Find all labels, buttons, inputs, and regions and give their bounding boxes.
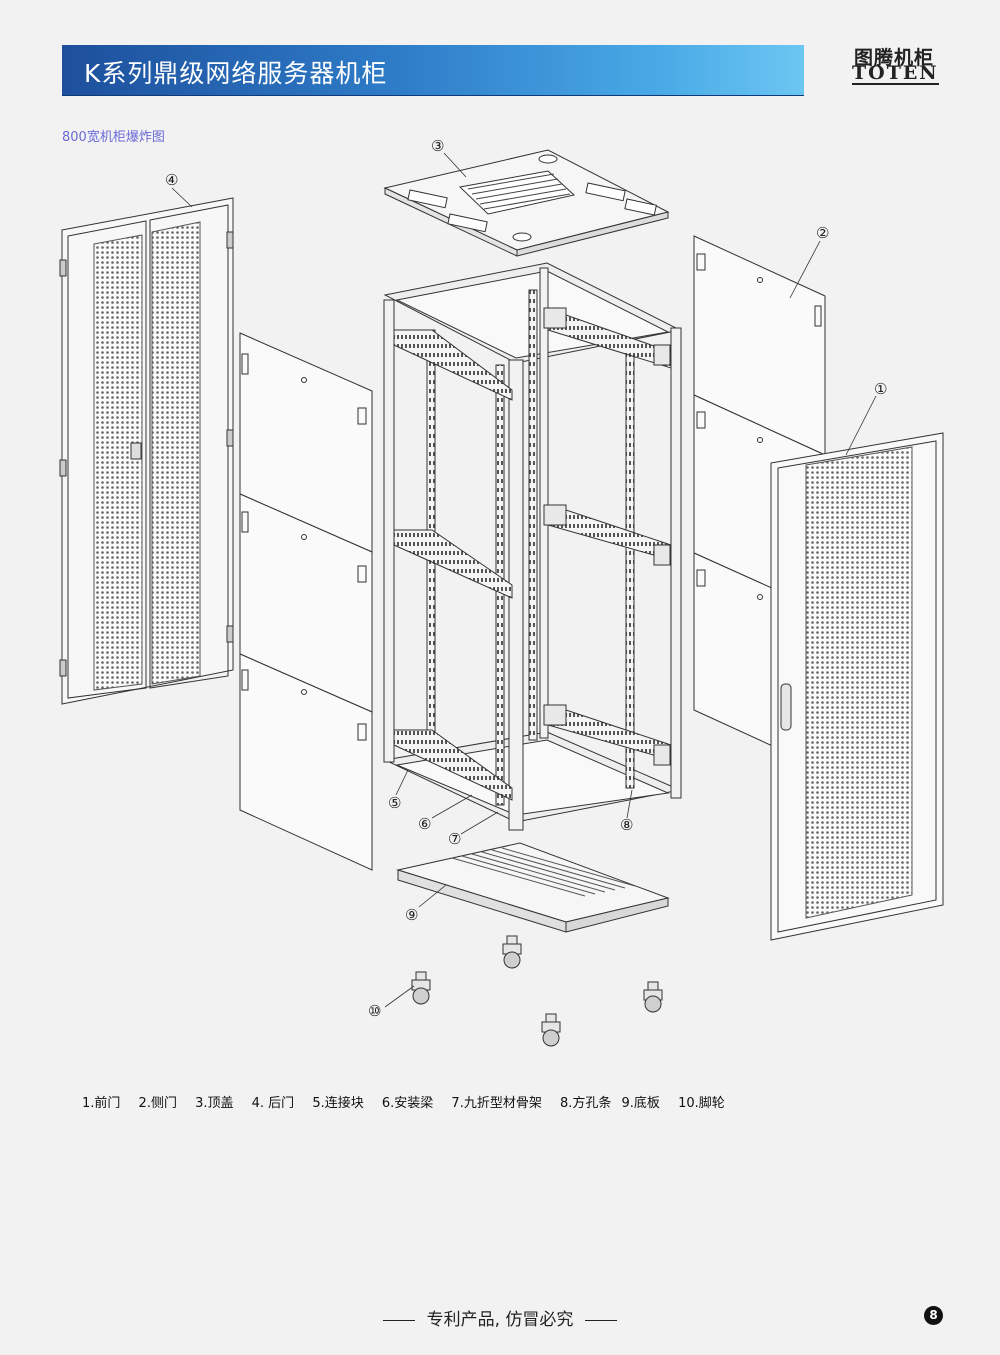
caster-2 — [411, 971, 431, 1005]
top-cover-drawing — [383, 149, 670, 257]
callout-7: ⑦ — [448, 830, 461, 848]
legend-item: 5.连接块 — [312, 1096, 364, 1111]
legend-item: 6.安装梁 — [381, 1096, 434, 1111]
page-title: K系列鼎级网络服务器机柜 — [84, 59, 388, 88]
brand-logo: 图腾机柜 TOTEN — [848, 43, 948, 87]
left-side-panels-drawing — [239, 332, 373, 871]
callout-leaders — [171, 152, 877, 1008]
parts-legend: 1.前门 2.侧门 3.顶盖 4. 后门 5.连接块 6.安装梁 7.九折型材骨… — [82, 1092, 739, 1111]
caster-1 — [502, 935, 522, 969]
rear-door-drawing — [59, 197, 234, 705]
footer-dash-right — [584, 1319, 617, 1321]
callout-3: ③ — [431, 137, 444, 155]
legend-item: 8.方孔条 — [559, 1096, 612, 1111]
logo-english-text: TOTEN — [852, 62, 939, 85]
callout-9: ⑨ — [405, 906, 418, 924]
header-bar: K系列鼎级网络服务器机柜 — [62, 45, 804, 95]
callout-8: ⑧ — [620, 816, 633, 834]
footer-dash-left — [383, 1319, 416, 1321]
legend-item: 2.侧门 — [138, 1096, 177, 1111]
legend-item: 4. 后门 — [251, 1096, 295, 1111]
legend-item: 10.脚轮 — [678, 1096, 725, 1111]
page-number: 8 — [924, 1306, 943, 1325]
callout-4: ④ — [165, 171, 178, 189]
caster-4 — [541, 1013, 561, 1047]
footer-text: 专利产品, 仿冒必究 — [426, 1310, 574, 1330]
casters-drawing — [411, 935, 663, 1047]
diagram-subtitle: 800宽机柜爆炸图 — [62, 130, 165, 145]
callout-2: ② — [816, 224, 829, 242]
exploded-cabinet-diagram: ① ② ③ ④ ⑤ ⑥ ⑦ ⑧ ⑨ ⑩ — [59, 137, 944, 1047]
front-door-drawing — [770, 432, 944, 941]
logo-chinese-text: 图腾机柜 — [854, 47, 935, 69]
caster-3 — [643, 981, 663, 1013]
callout-6: ⑥ — [418, 815, 431, 833]
legend-item: 1.前门 — [82, 1096, 121, 1111]
callout-labels: ① ② ③ ④ ⑤ ⑥ ⑦ ⑧ ⑨ ⑩ — [165, 137, 887, 1020]
base-plate-drawing — [396, 842, 670, 933]
callout-5: ⑤ — [388, 794, 401, 812]
cabinet-frame-drawing — [383, 262, 682, 831]
legend-item: 7.九折型材骨架 — [451, 1096, 542, 1111]
callout-10: ⑩ — [368, 1002, 381, 1020]
legend-item: 3.顶盖 — [195, 1096, 234, 1111]
legend-item: 9.底板 — [621, 1096, 660, 1111]
footer: 专利产品, 仿冒必究 — [0, 1305, 1000, 1330]
callout-1: ① — [874, 380, 887, 398]
